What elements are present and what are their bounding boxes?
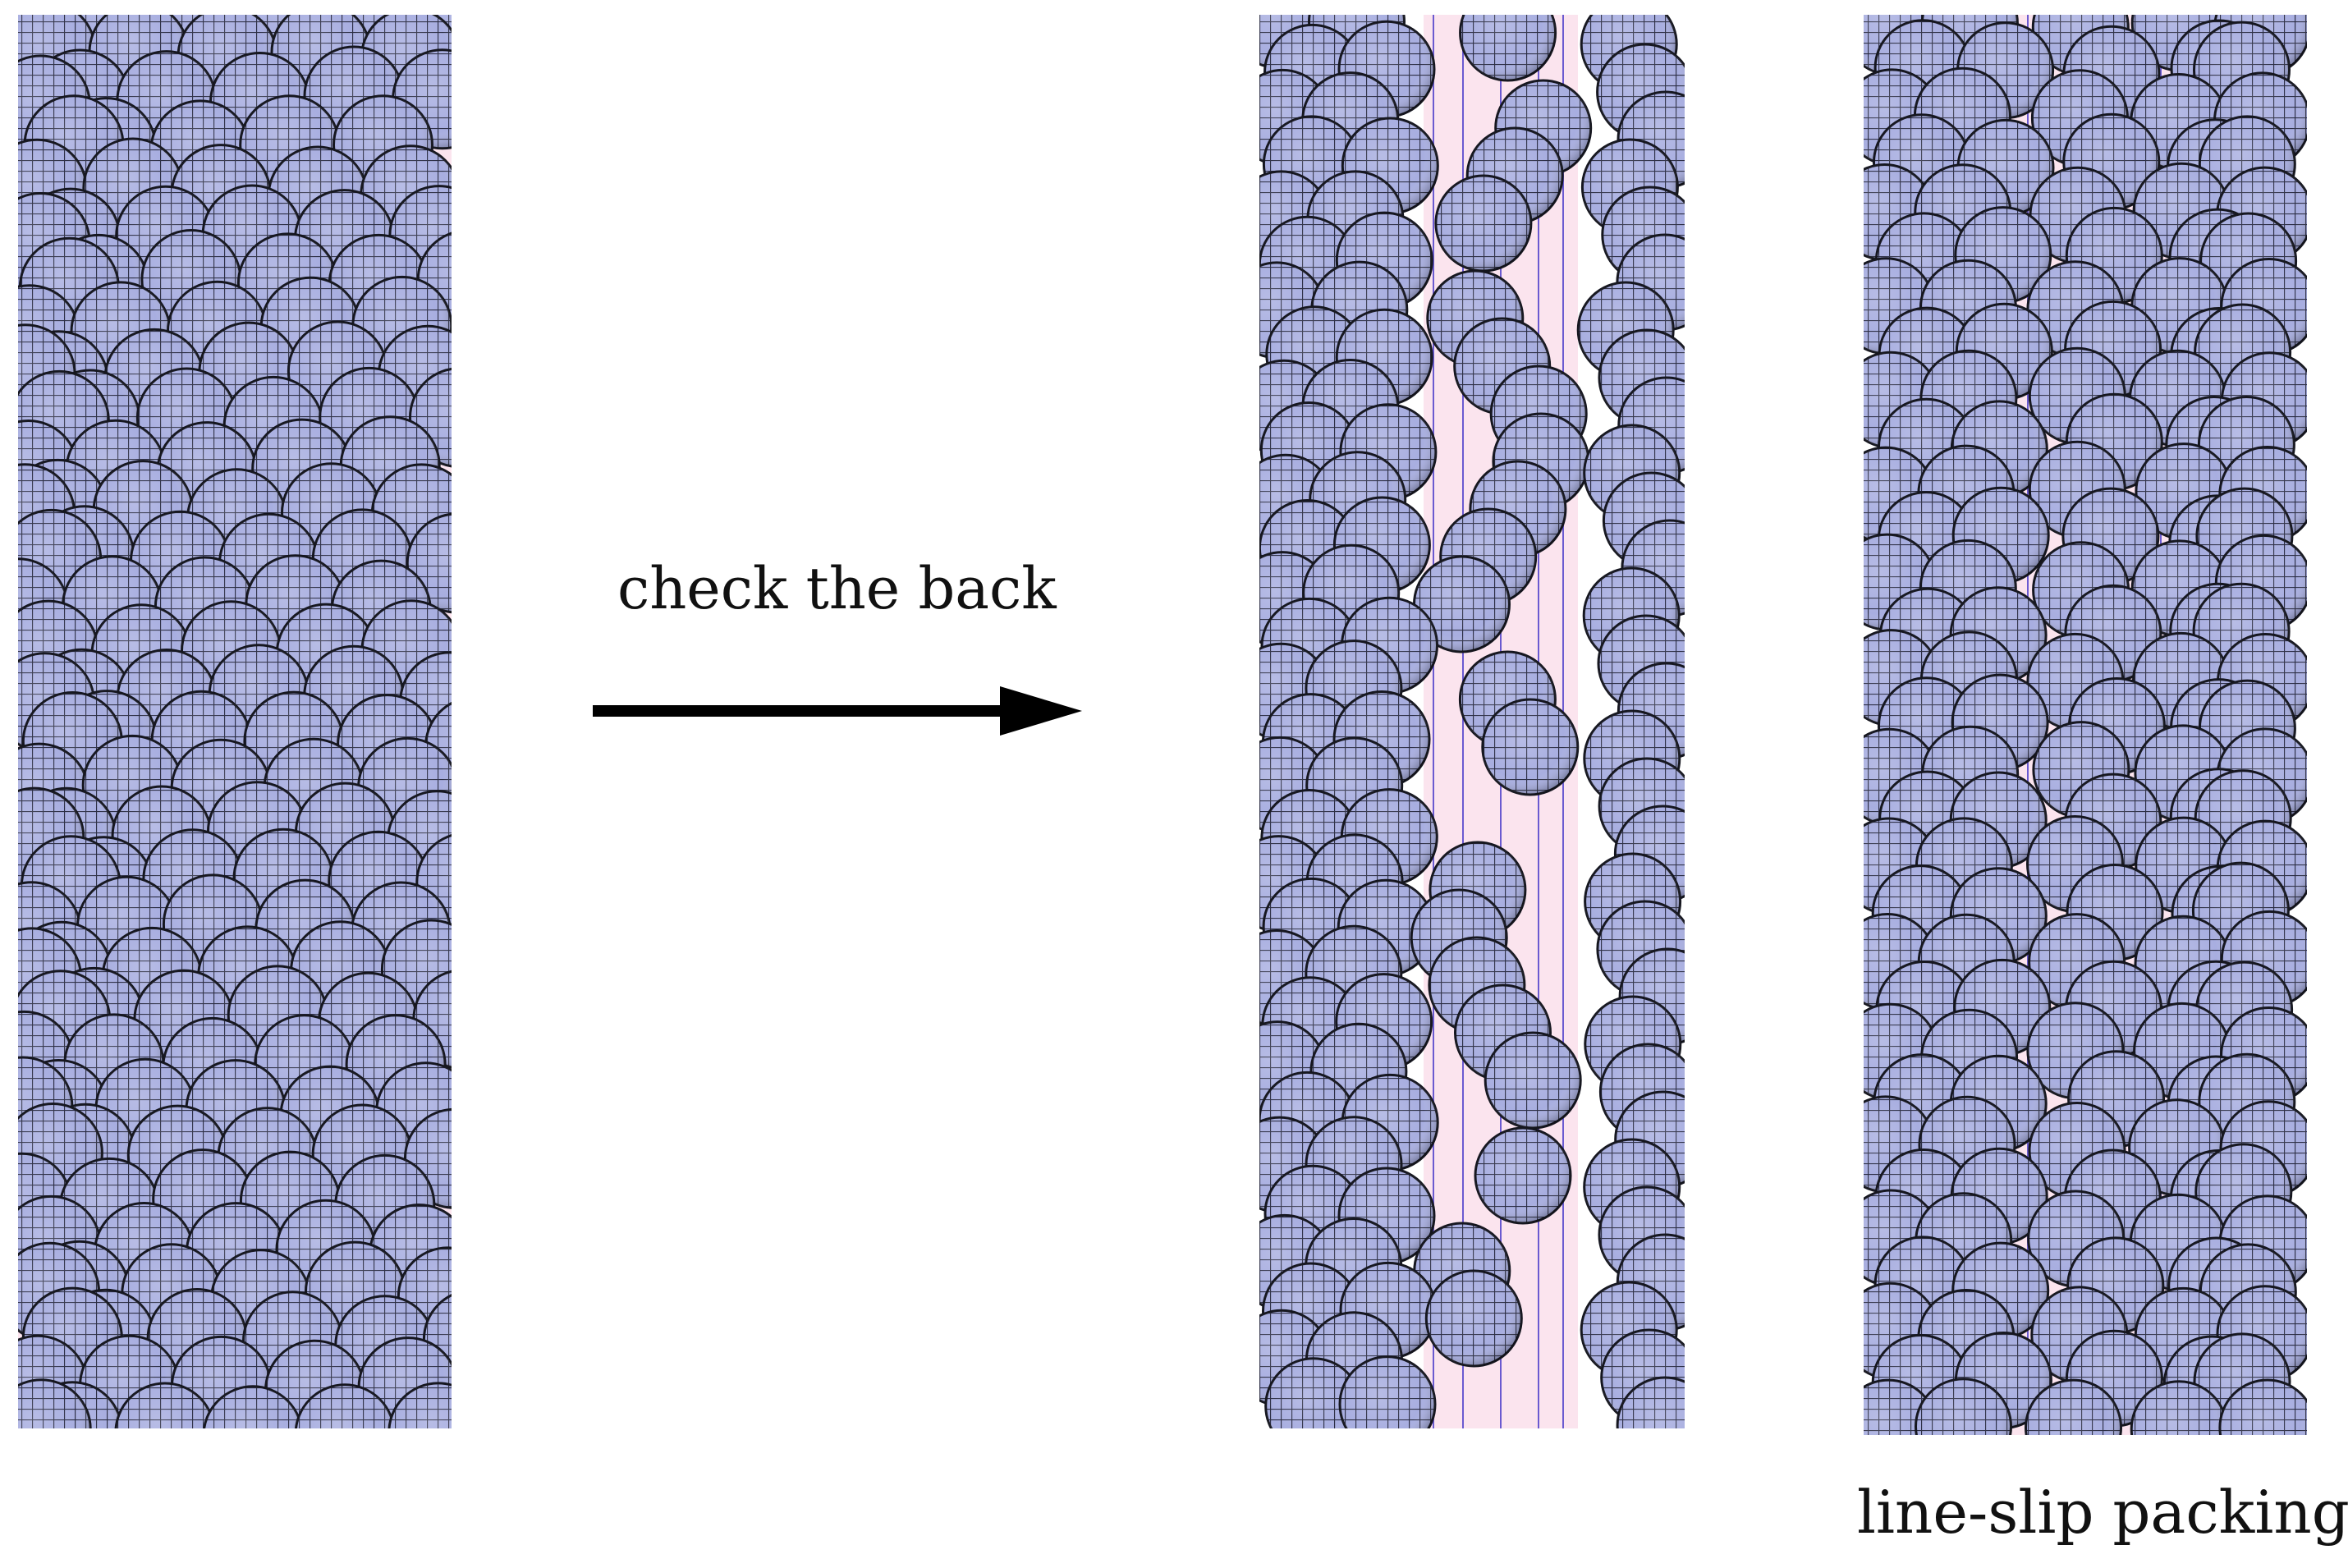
sphere-shading bbox=[1915, 1378, 2011, 1435]
sphere-shading bbox=[1435, 176, 1531, 271]
column-line-slip-packing bbox=[1864, 15, 2307, 1435]
sphere-shading bbox=[1475, 1128, 1571, 1223]
sphere-shading bbox=[1617, 1378, 1685, 1428]
sphere-shading bbox=[204, 1386, 302, 1428]
sphere-shading bbox=[116, 1383, 214, 1428]
column-dense-packing bbox=[18, 15, 452, 1428]
sphere-shading bbox=[1482, 699, 1578, 795]
sphere-shading bbox=[1426, 1271, 1522, 1366]
sphere-shading bbox=[1340, 1356, 1435, 1428]
transition-arrow bbox=[593, 686, 1082, 736]
arrow-head bbox=[1000, 686, 1082, 736]
sphere-shading bbox=[2131, 1381, 2227, 1435]
sphere-shading bbox=[18, 1379, 91, 1428]
arrow-label: check the back bbox=[617, 555, 1057, 622]
sphere-shading bbox=[2219, 1380, 2307, 1435]
sphere-shading bbox=[389, 1382, 452, 1428]
sphere-shading bbox=[2025, 1380, 2121, 1435]
sphere-shading bbox=[1460, 15, 1556, 80]
sphere-shading bbox=[1265, 1358, 1361, 1428]
packing-type-label: line-slip packing bbox=[1857, 1478, 2348, 1547]
sphere-shading bbox=[1485, 1033, 1581, 1128]
column-back-view bbox=[1259, 15, 1685, 1428]
sphere-shading bbox=[296, 1384, 394, 1428]
sphere-shading bbox=[1414, 557, 1510, 652]
